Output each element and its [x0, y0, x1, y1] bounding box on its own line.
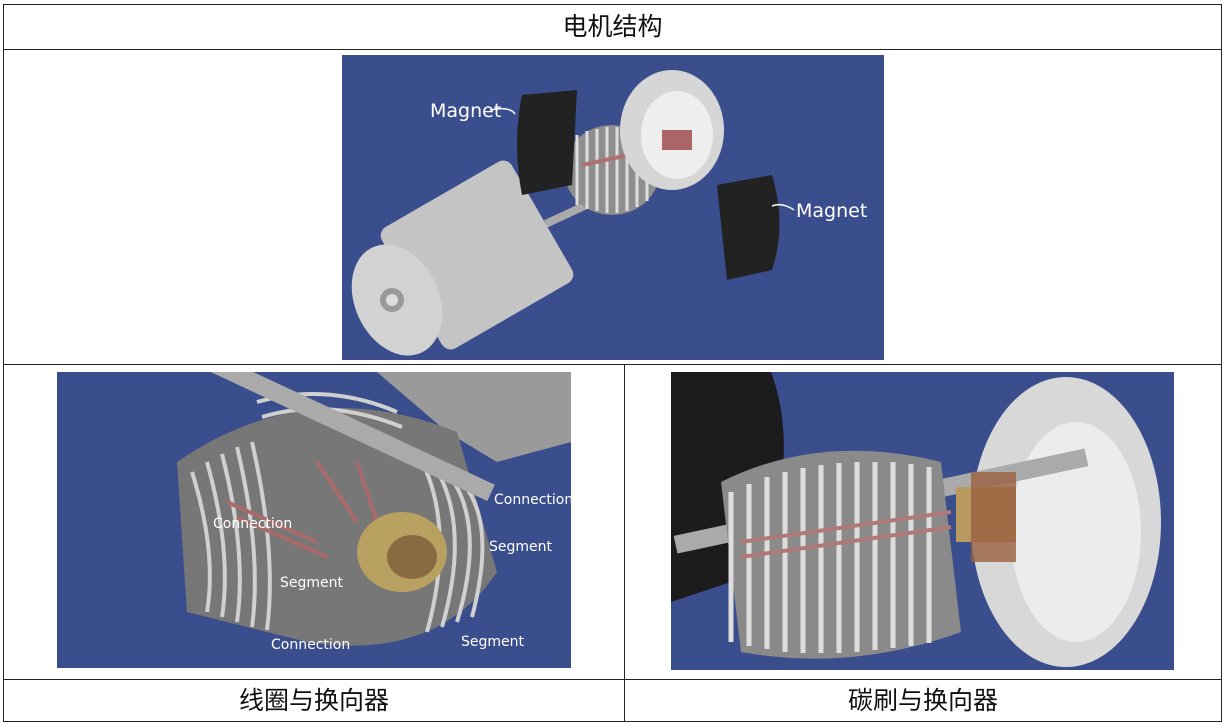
end-cap	[620, 70, 724, 190]
magnet	[717, 175, 780, 280]
shaft	[179, 372, 495, 502]
caption-brush-commutator: 碳刷与换向器	[847, 686, 998, 715]
row-divider	[4, 364, 1221, 365]
row-divider	[4, 679, 1221, 680]
brush-commutator-image	[671, 372, 1174, 670]
brush-holder	[971, 472, 1016, 562]
caption-coil-commutator: 线圈与换向器	[238, 686, 389, 715]
end-cap	[971, 377, 1161, 667]
armature	[721, 450, 961, 659]
segment-label: Segment	[489, 539, 553, 555]
connection-label: Connection	[213, 516, 292, 532]
table-title: 电机结构	[562, 12, 663, 41]
segment-label: Segment	[461, 634, 525, 650]
connection-label: Connection	[494, 492, 571, 508]
magnet-label: Magnet	[430, 100, 501, 122]
column-divider	[624, 364, 625, 721]
magnet	[517, 90, 577, 195]
coil-commutator-image: Connection Connection Connection Segment…	[57, 372, 571, 668]
connection-label: Connection	[271, 637, 350, 653]
motor-exploded-view-image: Magnet Magnet	[342, 55, 884, 360]
motor-structure-table: 电机结构 线圈与换向器 碳刷与换向器	[3, 4, 1222, 722]
housing-fragment	[377, 372, 571, 462]
motor-housing	[351, 160, 574, 356]
row-divider	[4, 49, 1221, 50]
segment-label: Segment	[280, 575, 344, 591]
magnet-label: Magnet	[796, 200, 867, 222]
